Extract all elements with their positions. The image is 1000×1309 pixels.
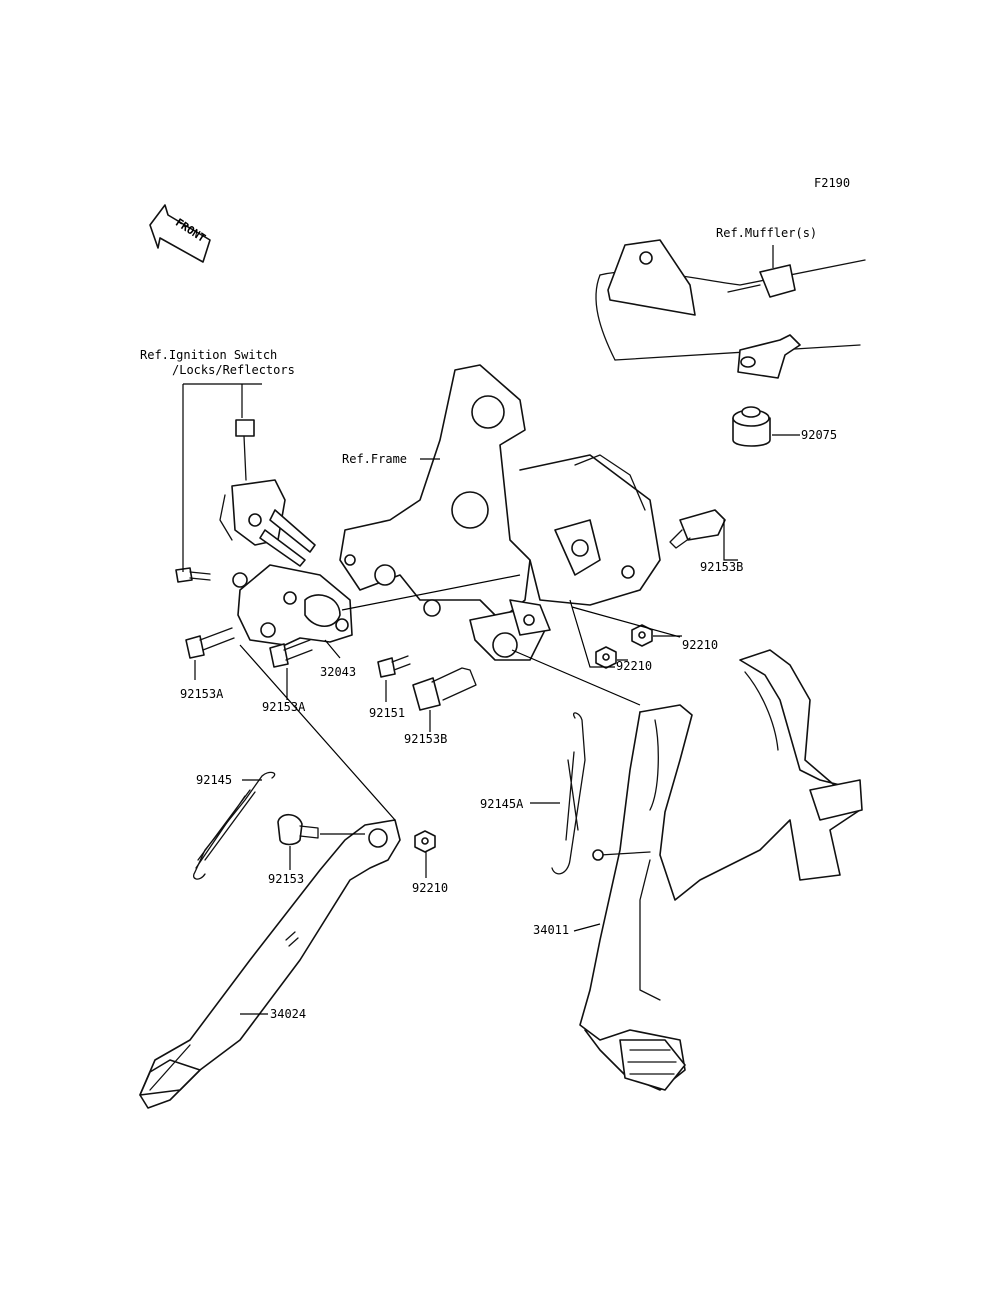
- bolt-set-middle: [377, 509, 726, 711]
- spring-left: [193, 771, 276, 880]
- spring-right: [551, 712, 586, 875]
- part-label-92153B-bottom: 92153B: [404, 732, 448, 746]
- front-direction-arrow-icon: FRONT: [149, 204, 211, 263]
- side-stand: [139, 819, 401, 1109]
- muffler-bracket: [595, 239, 866, 379]
- bolt-set-left: [175, 567, 313, 668]
- part-label-34024: 34024: [270, 1007, 307, 1021]
- ref-frame-label: Ref.Frame: [342, 452, 408, 466]
- part-label-92145A: 92145A: [480, 797, 524, 811]
- part-label-92210-a: 92210: [682, 638, 719, 652]
- part-label-92075: 92075: [801, 428, 838, 442]
- part-label-92153A-left: 92153A: [180, 687, 224, 701]
- pivot-bolt: [277, 813, 319, 846]
- center-stand: [579, 649, 863, 1091]
- part-label-32043: 32043: [320, 665, 357, 679]
- sidestand-bracket: [232, 564, 353, 646]
- part-label-92153A-mid: 92153A: [262, 700, 306, 714]
- frame-structure: [339, 364, 661, 661]
- leader-lines: [182, 245, 800, 1015]
- part-label-92145: 92145: [196, 773, 233, 787]
- ref-ignition-label-line2: /Locks/Reflectors: [172, 363, 295, 377]
- part-label-92210-b: 92210: [616, 659, 653, 673]
- figure-code: F2190: [814, 176, 851, 190]
- ref-ignition-label-line1: Ref.Ignition Switch: [140, 348, 278, 362]
- part-label-92153: 92153: [268, 872, 305, 886]
- part-label-92151: 92151: [369, 706, 406, 720]
- nut-set: [414, 624, 653, 853]
- part-label-92210-c: 92210: [412, 881, 449, 895]
- switch-assembly: [219, 419, 316, 567]
- part-label-34011: 34011: [533, 923, 570, 937]
- ref-muffler-label: Ref.Muffler(s): [716, 226, 818, 240]
- rubber-damper-part: [732, 406, 771, 447]
- part-label-92153B-top: 92153B: [700, 560, 744, 574]
